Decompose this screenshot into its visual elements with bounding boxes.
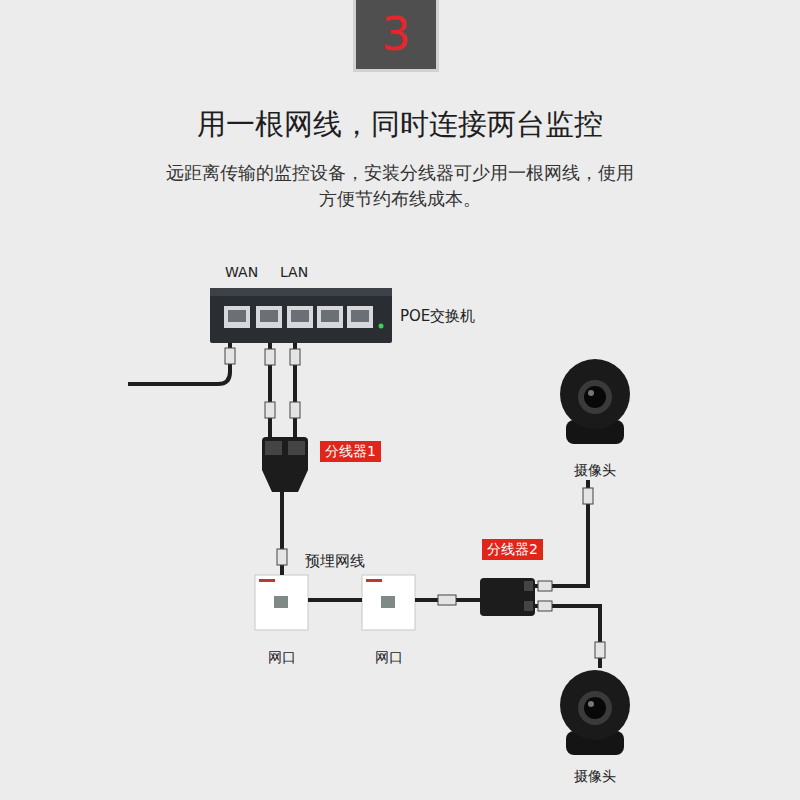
camera: 摄像头 bbox=[560, 358, 630, 480]
node-label: 网口 bbox=[245, 649, 318, 667]
step-number: 3 bbox=[356, 0, 436, 69]
node-label: 摄像头 bbox=[550, 768, 640, 786]
switch-port-hole bbox=[291, 310, 309, 322]
wall-jack bbox=[381, 596, 395, 608]
node-label: 网口 bbox=[352, 649, 425, 667]
splitter-port bbox=[524, 581, 533, 591]
wan-cable bbox=[128, 343, 230, 384]
title: 用一根网线，同时连接两台监控 bbox=[0, 105, 800, 145]
port-label: LAN bbox=[280, 264, 308, 280]
rj45-plug bbox=[265, 402, 275, 418]
power-led bbox=[379, 324, 384, 329]
switch-port bbox=[317, 306, 343, 328]
splitter-device bbox=[262, 437, 308, 492]
splitter-port bbox=[524, 601, 533, 611]
wall-plate-logo bbox=[366, 579, 382, 582]
port-label: WAN bbox=[225, 264, 258, 280]
edge-label: 预埋网线 bbox=[303, 552, 367, 571]
splitter-port bbox=[288, 441, 305, 455]
tag-label: 分线器1 bbox=[320, 441, 381, 462]
switch-body bbox=[210, 288, 392, 343]
rj45-plug bbox=[290, 402, 300, 418]
rj45-plug bbox=[265, 349, 275, 365]
switch-port-hole bbox=[228, 310, 246, 322]
rj45-plug bbox=[438, 595, 456, 605]
node-label: 摄像头 bbox=[550, 462, 640, 480]
switch-top bbox=[210, 288, 392, 296]
rj45-plug bbox=[583, 488, 593, 504]
wall-plate-logo bbox=[259, 579, 275, 582]
poe-switch: POE交换机 bbox=[210, 288, 392, 343]
camera-lens bbox=[584, 697, 606, 719]
camera-head bbox=[560, 359, 630, 429]
lens-glint bbox=[588, 701, 594, 707]
wall-plate bbox=[255, 575, 308, 630]
switch-port bbox=[256, 306, 282, 328]
step-badge: 3 bbox=[353, 0, 439, 72]
wall-plate bbox=[362, 575, 415, 630]
wall-port: 网口 bbox=[362, 575, 415, 667]
network-cable bbox=[535, 480, 588, 586]
camera-lens bbox=[584, 386, 606, 408]
camera: 摄像头 bbox=[560, 668, 630, 786]
rj45-plug bbox=[595, 642, 605, 658]
switch-port-hole bbox=[321, 310, 339, 322]
wall-jack bbox=[274, 596, 288, 608]
splitter-port bbox=[265, 441, 282, 455]
rj45-plug bbox=[277, 549, 287, 565]
node-label: POE交换机 bbox=[400, 307, 475, 326]
rj45-plug bbox=[225, 348, 235, 364]
switch-port-hole bbox=[351, 310, 369, 322]
switch-port-hole bbox=[260, 310, 278, 322]
tag-label: 分线器2 bbox=[482, 539, 543, 560]
splitter: 分线器2 bbox=[480, 537, 535, 616]
description: 远距离传输的监控设备，安装分线器可少用一根网线，使用方便节约布线成本。 bbox=[160, 160, 640, 212]
switch-port bbox=[287, 306, 313, 328]
rj45-plug bbox=[538, 581, 552, 591]
wall-port: 网口 bbox=[255, 575, 308, 667]
switch-port bbox=[224, 306, 250, 328]
network-cable bbox=[308, 598, 362, 602]
rj45-plug bbox=[538, 601, 552, 611]
network-cable bbox=[535, 606, 600, 668]
splitter-device bbox=[480, 578, 535, 616]
switch-port bbox=[347, 306, 373, 328]
splitter: 分线器1 bbox=[262, 437, 308, 492]
rj45-plug bbox=[290, 349, 300, 365]
camera-head bbox=[560, 670, 630, 740]
camera-lens-ring bbox=[578, 380, 612, 414]
camera-lens-ring bbox=[578, 691, 612, 725]
lens-glint bbox=[588, 390, 594, 396]
